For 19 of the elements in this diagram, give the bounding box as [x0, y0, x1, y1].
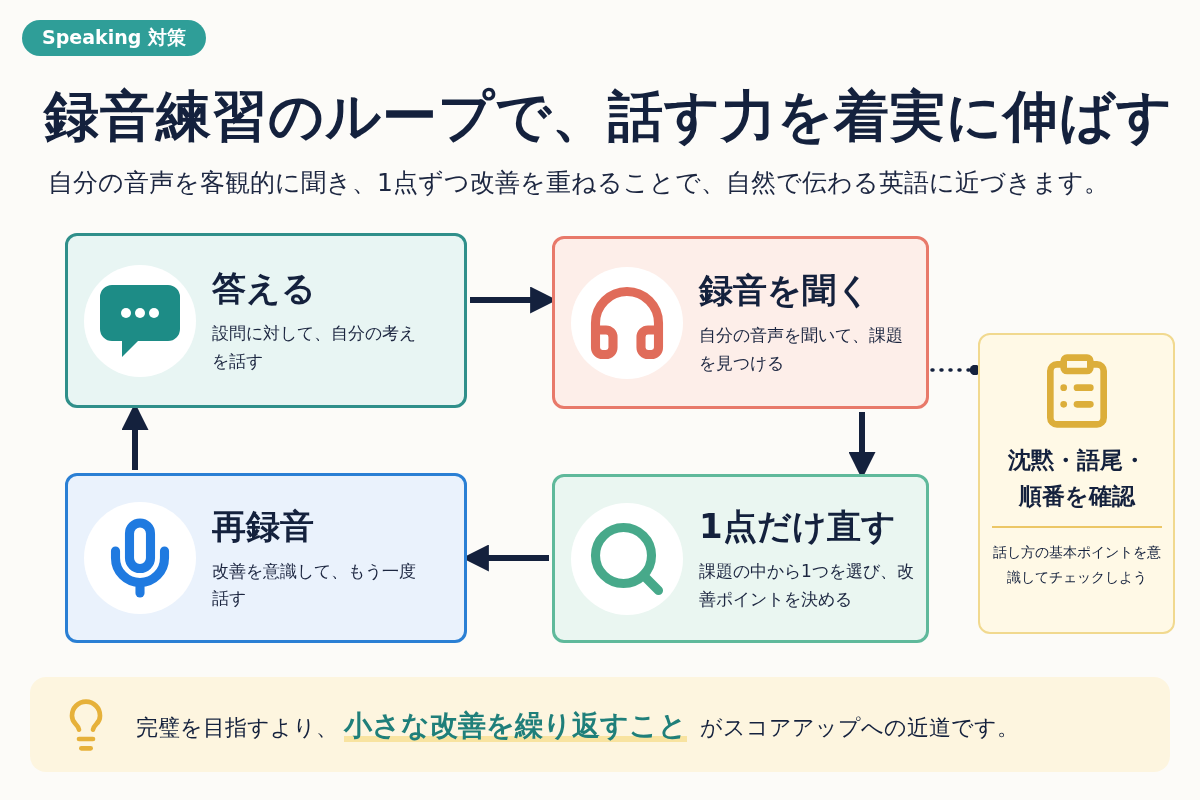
- step-card: [65, 473, 467, 643]
- step-description: 設問に対して、自分の考えを話す: [212, 322, 417, 373]
- step-heading: 再録音: [212, 504, 315, 548]
- category-badge: Speaking 対策: [22, 20, 206, 56]
- note-text: 話し方の基本ポイントを意識してチェックしよう: [991, 543, 1162, 587]
- step-heading: 答える: [212, 267, 317, 311]
- step-description: 自分の音声を聞いて、課題を見つける: [699, 324, 904, 375]
- step-card: [552, 236, 929, 409]
- subtitle: 自分の音声を客観的に聞き、1点ずつ改善を重ねることで、自然で伝わる英語に近づきます。: [48, 167, 1109, 199]
- note-card: [978, 333, 1175, 634]
- step-heading: 1点だけ直す: [699, 505, 897, 549]
- tip-text: 完璧を目指すより、小さな改善を繰り返すこと がスコアアップへの近道です。: [136, 708, 1019, 744]
- note-heading: 沈黙・語尾・順番を確認: [1006, 446, 1147, 511]
- step-description: 課題の中から1つを選び、改善ポイントを決める: [699, 560, 915, 611]
- title: 録音練習のループで、話す力を着実に伸ばす: [44, 83, 1173, 150]
- step-description: 改善を意識して、もう一度話す: [212, 559, 417, 610]
- step-heading: 録音を聞く: [699, 269, 872, 313]
- step-card: [65, 233, 467, 408]
- step-card: [552, 474, 929, 643]
